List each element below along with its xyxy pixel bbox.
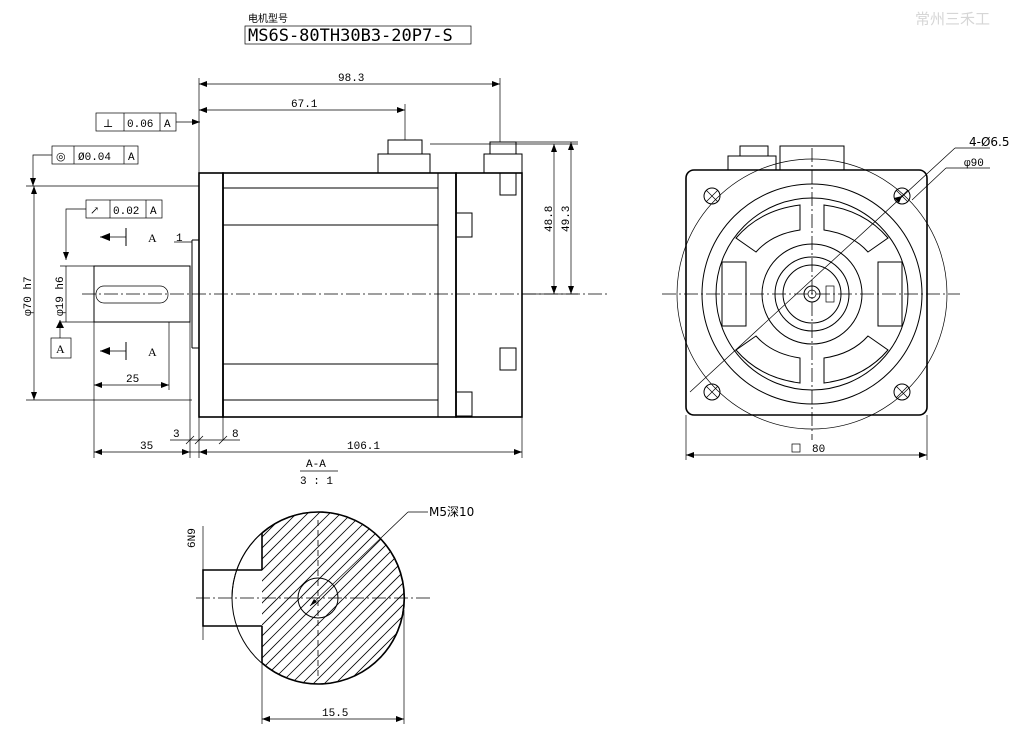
hatch-line	[329, 512, 405, 684]
runout-value: 0.02	[113, 206, 139, 218]
hatch-line	[262, 512, 311, 684]
dim-flange-8: 8	[232, 429, 239, 441]
title-block: 电机型号 MS6S-80TH30B3-20P7-S	[244, 12, 472, 46]
mounting-holes	[703, 187, 911, 401]
dim-flange-dia: φ70 h7	[23, 276, 35, 316]
hatch-line	[440, 500, 640, 700]
hatch-line	[484, 500, 684, 700]
dim-holes: 4-Ø6.5	[969, 135, 1010, 149]
hatch-line	[55, 500, 255, 700]
hatch-line	[262, 512, 366, 684]
watermark-text: 常州三禾工	[915, 10, 990, 28]
hatch-line	[594, 500, 794, 700]
dim-height-49: 49.3	[561, 206, 573, 232]
hatch-line	[262, 512, 267, 684]
hatch-line	[262, 512, 344, 684]
hatch-line	[262, 512, 300, 684]
hatch-line	[395, 512, 405, 684]
dim-key-width: 6N9	[187, 528, 199, 548]
hatch-line	[561, 500, 761, 700]
section-mark-top: A	[148, 231, 157, 245]
hatch-line	[296, 512, 405, 684]
perpendicularity-datum: A	[164, 119, 171, 131]
dim-body-len: 106.1	[347, 441, 380, 453]
hatch-line	[274, 512, 405, 684]
datum-letter: A	[56, 342, 65, 356]
hatch-line	[429, 500, 629, 700]
hatch-line	[262, 512, 388, 684]
hatch-line	[262, 512, 333, 684]
concentricity-symbol: ◎	[56, 151, 66, 163]
hatch-line	[384, 512, 405, 684]
hatch-line	[539, 500, 739, 700]
dim-shaft-dia: φ19 h6	[55, 276, 67, 316]
hatch-line	[262, 512, 405, 684]
dim-overall-length: 98.3	[338, 73, 364, 85]
hatch-line	[11, 500, 211, 700]
dim-key-depth: 15.5	[322, 708, 348, 720]
hatch-line	[495, 500, 695, 700]
hatch-line	[262, 512, 405, 684]
hatch-line	[262, 512, 322, 684]
hatch-line	[318, 512, 405, 684]
concentricity-value: Ø0.04	[78, 152, 111, 164]
hatch-line	[473, 500, 673, 700]
hatch-line	[462, 500, 662, 700]
hatch-line	[262, 512, 278, 684]
dim-shaft-len: 25	[126, 374, 139, 386]
side-view	[82, 139, 610, 418]
gdt-concentricity: ◎ Ø0.04 A	[30, 145, 139, 186]
datum-a: A	[50, 320, 72, 359]
hatch-line	[528, 500, 728, 700]
concentricity-datum: A	[128, 152, 135, 164]
hatch-line	[263, 512, 405, 684]
perpendicularity-value: 0.06	[127, 119, 153, 131]
hatch-line	[262, 512, 377, 684]
front-view: 4-Ø6.5 φ90 80	[662, 135, 1010, 460]
side-dimensions: 98.3 67.1 48.8 49.3 φ70 h7 φ19 h6 1	[23, 73, 578, 458]
dim-shaft-total: 35	[140, 441, 153, 453]
runout-datum: A	[150, 206, 157, 218]
dim-square: 80	[812, 444, 825, 456]
hatch-line	[307, 512, 405, 684]
hatch-line	[44, 500, 244, 700]
hatch-line	[418, 500, 618, 700]
dim-height-48: 48.8	[544, 206, 556, 232]
hatch-line	[407, 500, 607, 700]
hatch-line	[506, 500, 706, 700]
hatch-line	[262, 512, 355, 684]
hatch-line	[262, 512, 405, 684]
hatch-line	[351, 512, 405, 684]
hatch-line	[451, 500, 651, 700]
section-scale: 3 : 1	[300, 476, 333, 488]
hatch-line	[572, 500, 772, 700]
hatch-line	[0, 500, 200, 700]
dim-chamfer: 1	[176, 233, 183, 245]
hatch-line	[362, 512, 405, 684]
dim-pcd: φ90	[964, 158, 984, 170]
gdt-perpendicularity: ⊥ 0.06 A	[95, 112, 200, 132]
dim-connector-pos: 67.1	[291, 99, 318, 111]
perpendicular-symbol: ⊥	[103, 118, 113, 130]
hatch-line	[550, 500, 750, 700]
dim-gap-3: 3	[173, 429, 180, 441]
section-title: A-A	[306, 459, 326, 471]
gdt-runout: ↗ 0.02 A	[63, 199, 163, 260]
dim-tap: M5深10	[429, 505, 474, 519]
section-markers: A A	[100, 228, 157, 360]
section-view: A-A 3 : 1 M5深10 6N9	[0, 459, 794, 724]
hatch-line	[583, 500, 783, 700]
hatch-line	[262, 512, 405, 684]
runout-symbol: ↗	[90, 205, 99, 217]
model-label: 电机型号	[248, 12, 288, 25]
model-number: MS6S-80TH30B3-20P7-S	[248, 26, 453, 46]
hatch-line	[517, 500, 717, 700]
hatch-line	[285, 512, 405, 684]
section-mark-bottom: A	[148, 345, 157, 359]
hatch-line	[262, 512, 405, 684]
